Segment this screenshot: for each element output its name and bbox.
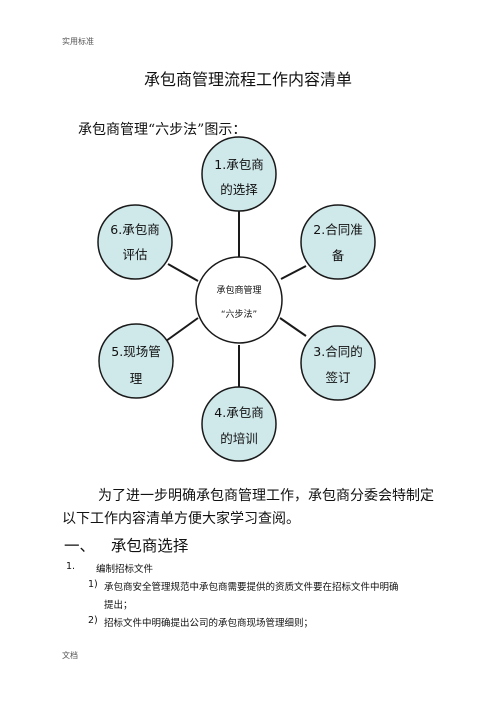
node-step-3: 3.合同的 签订 — [300, 325, 376, 401]
node-step-2-line1: 2.合同准 — [313, 222, 362, 237]
node-step-5-line2: 理 — [130, 371, 143, 386]
document-title: 承包商管理流程工作内容清单 — [143, 70, 352, 89]
list-subitem-1-line-2: 提出； — [104, 600, 133, 611]
node-step-4-line2: 的培训 — [220, 431, 258, 446]
list-subitem-2-number: 2) — [88, 615, 98, 626]
node-step-6: 6.承包商 评估 — [97, 204, 173, 280]
section-title: 承包商选择 — [110, 537, 189, 555]
list-item-1-text: 编制招标文件 — [96, 564, 154, 575]
center-node: 承包商管理 “六步法” — [195, 256, 283, 344]
node-step-2-line2: 备 — [332, 248, 345, 263]
node-step-6-line1: 6.承包商 — [110, 222, 159, 237]
node-step-5: 5.现场管 理 — [98, 323, 174, 399]
section-heading: 一、 承包商选择 — [64, 534, 188, 556]
node-step-5-line1: 5.现场管 — [111, 344, 160, 359]
node-step-4: 4.承包商 的培训 — [201, 386, 277, 462]
diagram-caption: 承包商管理“六步法”图示： — [78, 122, 247, 138]
header-label: 实用标准 — [62, 37, 94, 46]
center-node-line2: “六步法” — [221, 308, 257, 320]
node-step-4-line1: 4.承包商 — [214, 405, 263, 420]
node-step-1-line2: 的选择 — [220, 182, 258, 197]
list-subitem-1-number: 1) — [88, 579, 98, 590]
node-step-6-line2: 评估 — [122, 247, 147, 262]
list-subitem-2-text: 招标文件中明确提出公司的承包商现场管理细则； — [104, 618, 314, 629]
list-item-1-number: 1. — [66, 561, 76, 572]
list-subitem-1-line-1: 承包商安全管理规范中承包商需要提供的资质文件要在招标文件中明确 — [104, 582, 399, 593]
intro-paragraph-line-1: 为了进一步明确承包商管理工作，承包商分委会特制定 — [98, 488, 434, 504]
node-step-3-line1: 3.合同的 — [313, 344, 362, 359]
node-step-2: 2.合同准 备 — [300, 204, 376, 280]
connector-3 — [279, 317, 307, 337]
section-number: 一、 — [64, 537, 96, 555]
connector-2 — [280, 265, 307, 280]
intro-paragraph-line-2: 以下工作内容清单方便大家学习查阅。 — [62, 511, 300, 527]
node-step-3-line2: 签订 — [325, 370, 350, 385]
node-step-1-line1: 1.承包商 — [214, 157, 263, 172]
connector-5 — [165, 317, 199, 342]
footer-label: 文档 — [62, 651, 78, 660]
connector-6 — [167, 263, 199, 282]
node-step-1: 1.承包商 的选择 — [201, 136, 277, 212]
center-node-line1: 承包商管理 — [216, 284, 261, 296]
